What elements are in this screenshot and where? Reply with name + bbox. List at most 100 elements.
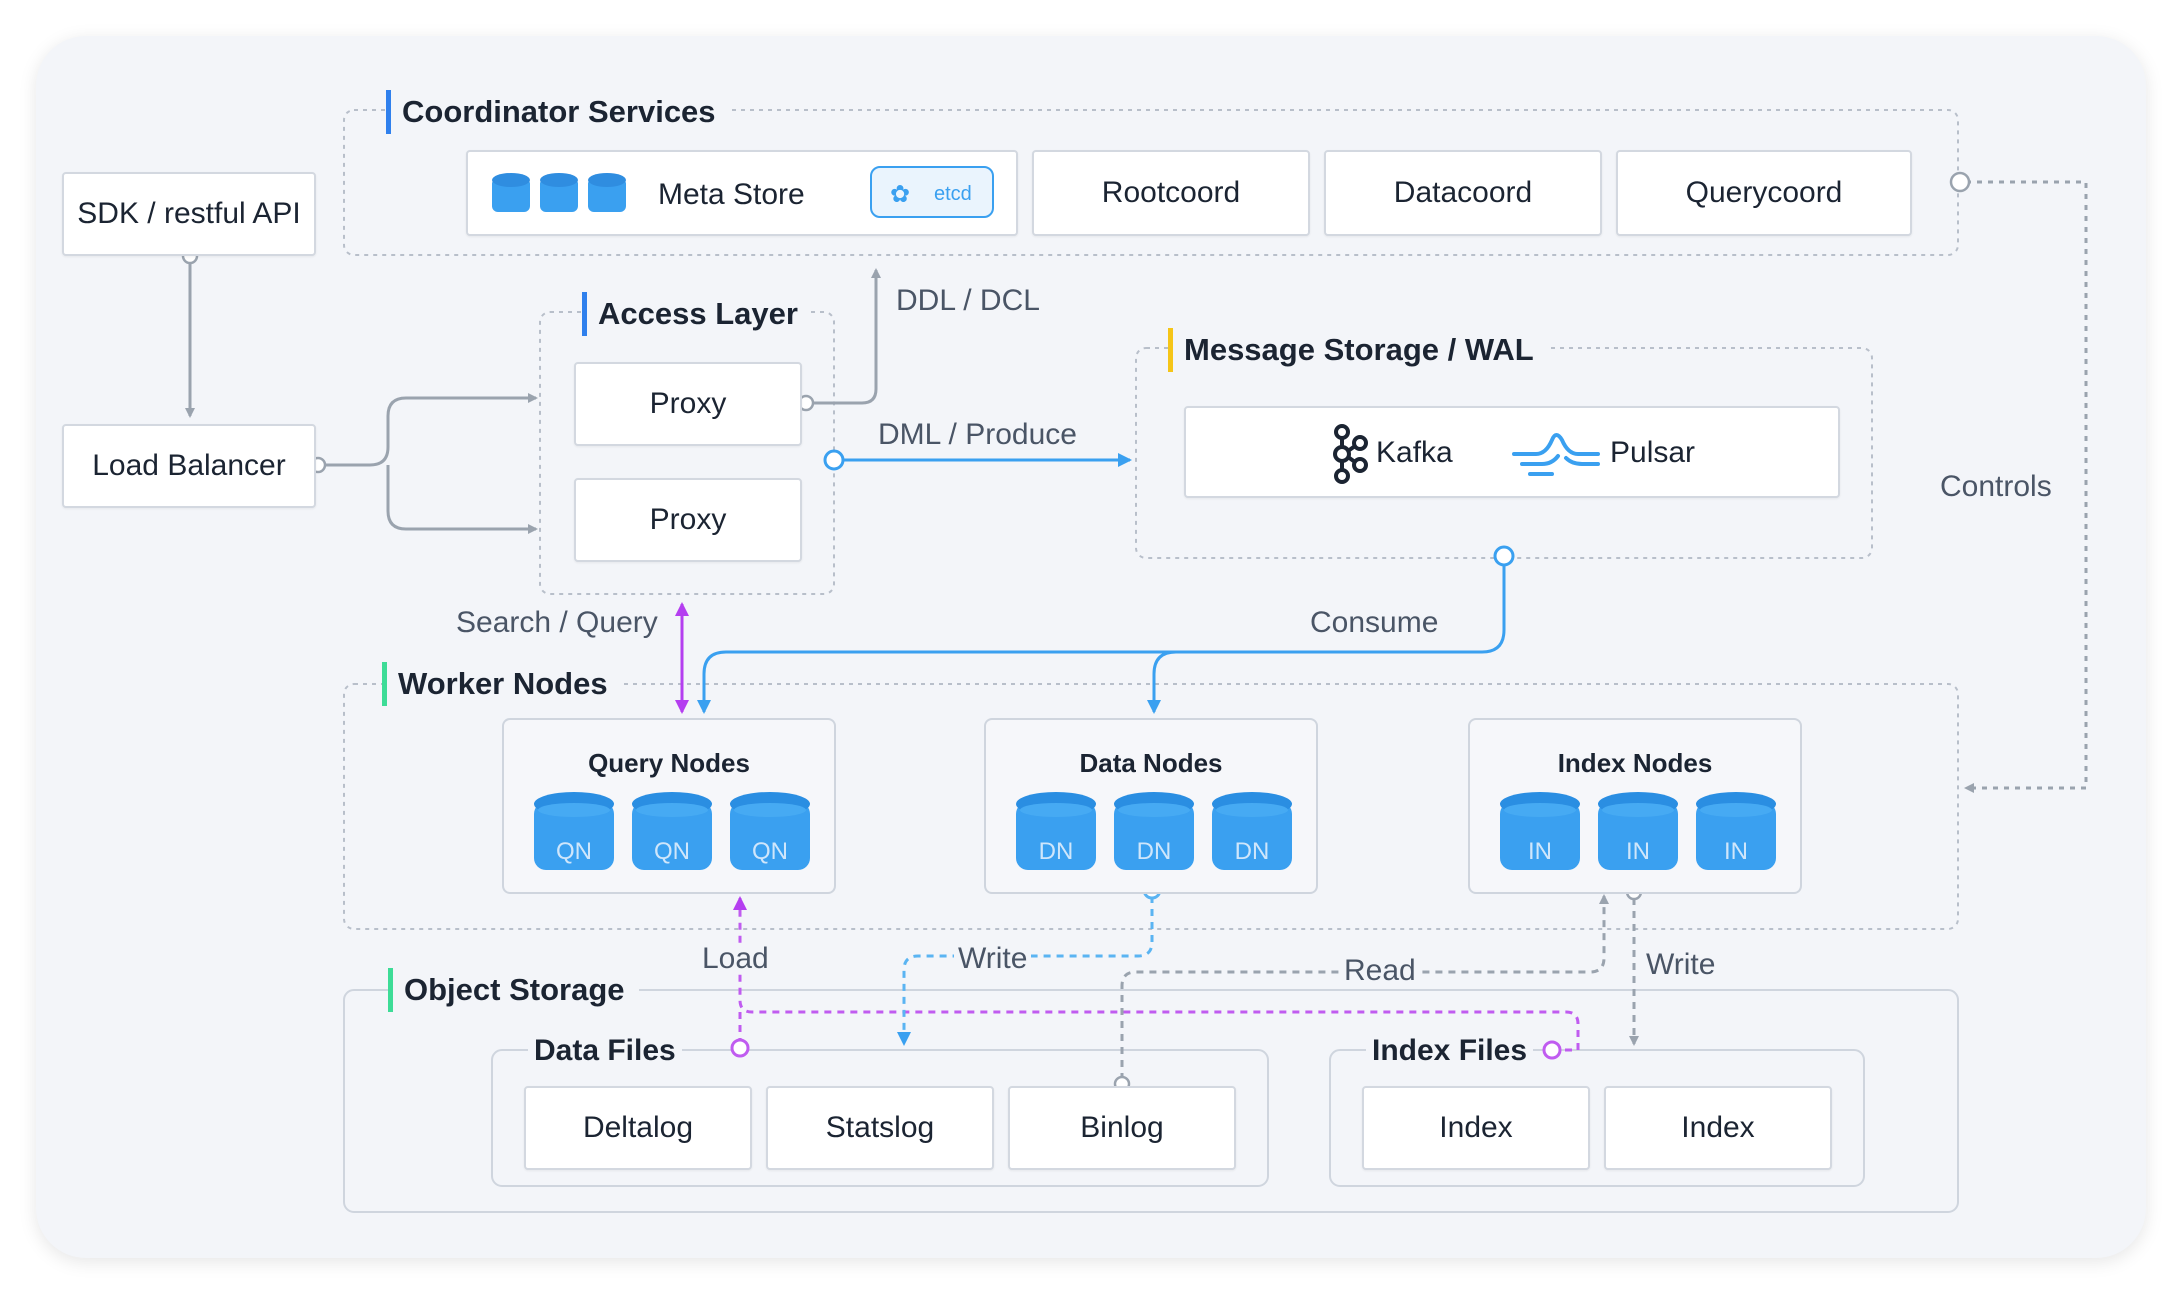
statslog-box[interactable]: Statslog bbox=[766, 1086, 994, 1170]
load-line bbox=[733, 896, 1580, 1052]
worker-group-title: Worker Nodes bbox=[382, 662, 622, 706]
load-index-port bbox=[1542, 1040, 1562, 1060]
data-files-border bbox=[491, 1049, 1269, 1187]
lb-to-proxy1-line bbox=[322, 393, 538, 467]
object-group-title: Object Storage bbox=[388, 968, 639, 1012]
binlog-label: Binlog bbox=[1080, 1111, 1164, 1144]
database-icon bbox=[492, 173, 626, 212]
index-box-2[interactable]: Index bbox=[1604, 1086, 1832, 1170]
write-index-edge-label: Write bbox=[1646, 948, 1716, 981]
dml-edge-label: DML / Produce bbox=[878, 418, 1077, 451]
controls-line bbox=[1964, 180, 2088, 793]
message-group-label: Message Storage / WAL bbox=[1184, 332, 1534, 367]
query-node-label-1: QN bbox=[556, 838, 592, 865]
proxy-box-1[interactable]: Proxy bbox=[574, 362, 802, 446]
index-node-2[interactable]: IN bbox=[1598, 792, 1678, 878]
access-group-title: Access Layer bbox=[582, 292, 808, 336]
index-label-2: Index bbox=[1681, 1111, 1755, 1144]
pulsar-label: Pulsar bbox=[1610, 436, 1696, 469]
query-node-2[interactable]: QN bbox=[632, 792, 712, 878]
rootcoord-label: Rootcoord bbox=[1101, 176, 1241, 209]
index-box-1[interactable]: Index bbox=[1362, 1086, 1590, 1170]
query-node-1[interactable]: QN bbox=[534, 792, 614, 878]
index-files-title: Index Files bbox=[1366, 1036, 1534, 1066]
read-edge-label: Read bbox=[1340, 956, 1420, 986]
proxy-label-1: Proxy bbox=[649, 387, 727, 420]
index-node-label-2: IN bbox=[1626, 838, 1650, 865]
object-accent-bar bbox=[388, 968, 393, 1012]
search-edge-label: Search / Query bbox=[456, 606, 658, 639]
data-files-title: Data Files bbox=[528, 1036, 682, 1066]
load-balancer-box[interactable]: Load Balancer bbox=[62, 424, 316, 508]
load-edge-label: Load bbox=[702, 942, 769, 975]
lb-to-proxy2-line bbox=[386, 465, 538, 534]
data-node-label-2: DN bbox=[1136, 838, 1172, 865]
coordinator-group-title: Coordinator Services bbox=[386, 90, 730, 134]
consume-line-query bbox=[697, 564, 1506, 714]
sdk-api-box[interactable]: SDK / restful API bbox=[62, 172, 316, 256]
consume-port bbox=[1493, 545, 1515, 567]
deltalog-box[interactable]: Deltalog bbox=[524, 1086, 752, 1170]
index-node-label-1: IN bbox=[1528, 838, 1552, 865]
datacoord-label: Datacoord bbox=[1393, 176, 1533, 209]
message-accent-bar bbox=[1168, 328, 1173, 372]
meta-store-box[interactable]: Meta Store ✿ etcd bbox=[466, 150, 1018, 236]
query-node-3[interactable]: QN bbox=[730, 792, 810, 878]
query-node-label-3: QN bbox=[752, 838, 788, 865]
cylinder-icon bbox=[1212, 792, 1292, 870]
kafka-icon bbox=[1333, 424, 1368, 484]
load-balancer-label: Load Balancer bbox=[92, 449, 286, 482]
query-nodes-title: Query Nodes bbox=[588, 748, 750, 778]
ddl-line bbox=[812, 268, 881, 405]
pulsar-icon bbox=[1512, 433, 1600, 476]
dml-port bbox=[823, 449, 845, 471]
controls-edge-label: Controls bbox=[1940, 470, 2052, 503]
sdk-api-label: SDK / restful API bbox=[77, 197, 301, 230]
proxy-label-2: Proxy bbox=[649, 503, 727, 536]
load-data-port bbox=[730, 1038, 750, 1058]
diagram-card bbox=[36, 36, 2146, 1258]
query-node-label-2: QN bbox=[654, 838, 690, 865]
index-label-1: Index bbox=[1439, 1111, 1513, 1144]
worker-accent-bar bbox=[382, 662, 387, 706]
query-nodes-group[interactable]: Query Nodes QN QN QN bbox=[502, 718, 836, 894]
cylinder-icon bbox=[1114, 792, 1194, 870]
index-files-border bbox=[1329, 1049, 1865, 1187]
cylinder-icon bbox=[534, 792, 614, 870]
meta-store-label: Meta Store bbox=[658, 178, 805, 211]
coordinator-group-border bbox=[343, 109, 1959, 256]
data-node-3[interactable]: DN bbox=[1212, 792, 1292, 878]
consume-line-data bbox=[1147, 650, 1177, 714]
access-accent-bar bbox=[582, 292, 587, 336]
data-node-label-3: DN bbox=[1234, 838, 1270, 865]
etcd-label: etcd bbox=[934, 183, 972, 205]
querycoord-label: Querycoord bbox=[1685, 176, 1843, 209]
coordinator-group-label: Coordinator Services bbox=[402, 94, 716, 129]
binlog-box[interactable]: Binlog bbox=[1008, 1086, 1236, 1170]
data-nodes-group[interactable]: Data Nodes DN DN DN bbox=[984, 718, 1318, 894]
message-group-title: Message Storage / WAL bbox=[1168, 328, 1546, 372]
cylinder-icon bbox=[1696, 792, 1776, 870]
coordinator-accent-bar bbox=[386, 90, 391, 134]
data-node-1[interactable]: DN bbox=[1016, 792, 1096, 878]
index-nodes-title: Index Nodes bbox=[1557, 748, 1713, 778]
index-node-label-3: IN bbox=[1724, 838, 1748, 865]
data-nodes-title: Data Nodes bbox=[1079, 748, 1223, 778]
index-node-3[interactable]: IN bbox=[1696, 792, 1776, 878]
data-node-2[interactable]: DN bbox=[1114, 792, 1194, 878]
index-nodes-group[interactable]: Index Nodes IN IN IN bbox=[1468, 718, 1802, 894]
etcd-badge: ✿ etcd bbox=[870, 166, 994, 218]
querycoord-box[interactable]: Querycoord bbox=[1616, 150, 1912, 236]
write-data-edge-label: Write bbox=[954, 944, 1032, 974]
message-broker-box[interactable]: Kafka Pulsar bbox=[1184, 406, 1840, 498]
kafka-label: Kafka bbox=[1376, 436, 1453, 469]
cylinder-icon bbox=[730, 792, 810, 870]
access-group-label: Access Layer bbox=[598, 296, 798, 331]
rootcoord-box[interactable]: Rootcoord bbox=[1032, 150, 1310, 236]
proxy-box-2[interactable]: Proxy bbox=[574, 478, 802, 562]
statslog-label: Statslog bbox=[825, 1111, 935, 1144]
worker-group-label: Worker Nodes bbox=[398, 666, 608, 701]
datacoord-box[interactable]: Datacoord bbox=[1324, 150, 1602, 236]
etcd-icon: ✿ bbox=[890, 181, 911, 208]
index-node-1[interactable]: IN bbox=[1500, 792, 1580, 878]
